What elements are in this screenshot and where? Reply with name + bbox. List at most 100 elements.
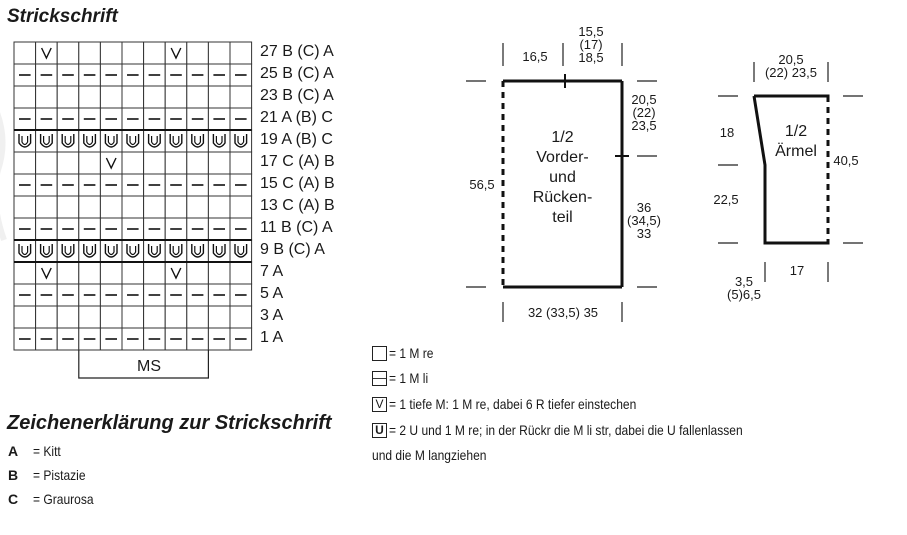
sleeve-dim-bottom-left: 3,5 (5)6,5 [722,275,766,301]
chart-cell [35,129,58,153]
dim-line: 18,5 [578,50,604,65]
chart-cell [143,261,166,285]
color-value: = Pistazie [33,467,86,483]
chart-cell [121,151,145,175]
chart-cell [35,41,58,65]
body-label-line: 1/2 [551,129,574,146]
row-label: 7 A [260,263,284,280]
chart-title: Strickschrift [7,6,118,27]
dim-line: (5)6,5 [727,287,761,302]
chart-cell [56,129,80,153]
chart-cell [121,85,145,109]
yarn-over-mark [172,136,180,146]
chart-cell [164,305,188,329]
chart-cell [99,239,123,263]
row-label: 9 B (C) A [260,241,325,258]
chart-cell [143,305,166,329]
sleeve-dim-top: 20,5 (22) 23,5 [758,53,824,79]
watermark-decoration [0,100,12,250]
chart-cell [56,41,80,65]
deep-stitch-mark [170,267,182,280]
chart-cell [164,195,188,219]
chart-cell [13,41,37,65]
row-label: 17 C (A) B [260,153,335,170]
legend-text: = 2 U und 1 M re; in der Rückr die M li … [389,422,743,438]
body-dim-top-left: 16,5 [522,49,548,64]
yarn-over-mark [61,134,75,148]
dim-line: (22) [632,105,656,120]
yarn-over-mark [129,136,137,146]
chart-cell [164,85,188,109]
chart-cell [78,41,101,65]
row-label: 19 A (B) C [260,131,333,148]
chart-cell [99,129,123,153]
chart-cell [13,195,37,219]
chart-cell [78,261,101,285]
dim-line: 23,5 [631,118,657,133]
chart-cell [56,305,80,329]
chart-cell [186,305,209,329]
yarn-over-mark [151,136,158,146]
yarn-over-mark [86,136,93,146]
color-key: B [8,467,19,483]
body-dim-top-right: 15,5 (17) 18,5 [566,25,616,64]
chart-cell [78,239,101,263]
yarn-over-mark [212,244,226,258]
row-label: 13 C (A) B [260,197,335,214]
chart-cell [35,85,58,109]
sleeve-dim-bottom-right: 17 [789,263,805,278]
yarn-over-mark [169,134,183,148]
chart-cell [207,305,231,329]
chart-cell [229,85,253,109]
chart-cell [164,261,188,285]
chart-cell [229,239,253,263]
yarn-over-mark [191,244,205,258]
chart-cell [186,261,209,285]
dim-line: 20,5 [631,92,657,107]
yarn-over-mark [43,246,50,256]
legend-text: = 1 M li [389,370,429,386]
chart-cell [99,85,123,109]
dim-line: 20,5 [778,52,804,67]
chart-cell [56,85,80,109]
chart-cell [13,305,37,329]
chart-cell [121,195,145,219]
yarn-over-mark [194,246,201,256]
chart-cell [13,239,37,263]
chart-cell [164,41,188,65]
chart-cell [78,129,101,153]
knit-stitch-symbol [372,346,387,361]
chart-cell [164,151,188,175]
chart-cell [99,305,123,329]
deep-stitch-mark [40,47,52,60]
color-legend-title: Zeichenerklärung zur Strickschrift [7,412,332,434]
chart-cell [229,41,253,65]
row-label: 1 A [260,329,284,346]
sleeve-piece-label: 1/2 Ärmel [770,122,822,162]
dim-line: (17) [579,37,603,52]
sleeve-label-line: 1/2 [784,123,808,140]
sleeve-label-line: Ärmel [775,143,817,160]
chart-cell [13,151,37,175]
chart-cell [186,41,209,65]
row-label: 21 A (B) C [260,109,333,126]
chart-cell [229,195,253,219]
yarn-over-mark [129,246,137,256]
chart-cell [143,85,166,109]
yarn-over-mark [18,134,32,148]
yarn-over-mark [39,244,53,258]
chart-cell [229,305,253,329]
yarn-over-mark [215,246,223,256]
yarn-over-mark [61,244,75,258]
row-label: 5 A [260,285,284,302]
body-piece-label: 1/2 Vorder- und Rücken- teil [503,128,622,228]
legend-text: = 1 M re [389,345,434,361]
chart-cell [56,195,80,219]
color-value: = Kitt [33,443,61,459]
row-label: 25 B (C) A [260,65,334,82]
row-label: 23 B (C) A [260,87,334,104]
dim-line: 3,5 [734,274,754,289]
chart-cell [121,129,145,153]
chart-cell [207,41,231,65]
yarn-over-mark [83,134,97,148]
